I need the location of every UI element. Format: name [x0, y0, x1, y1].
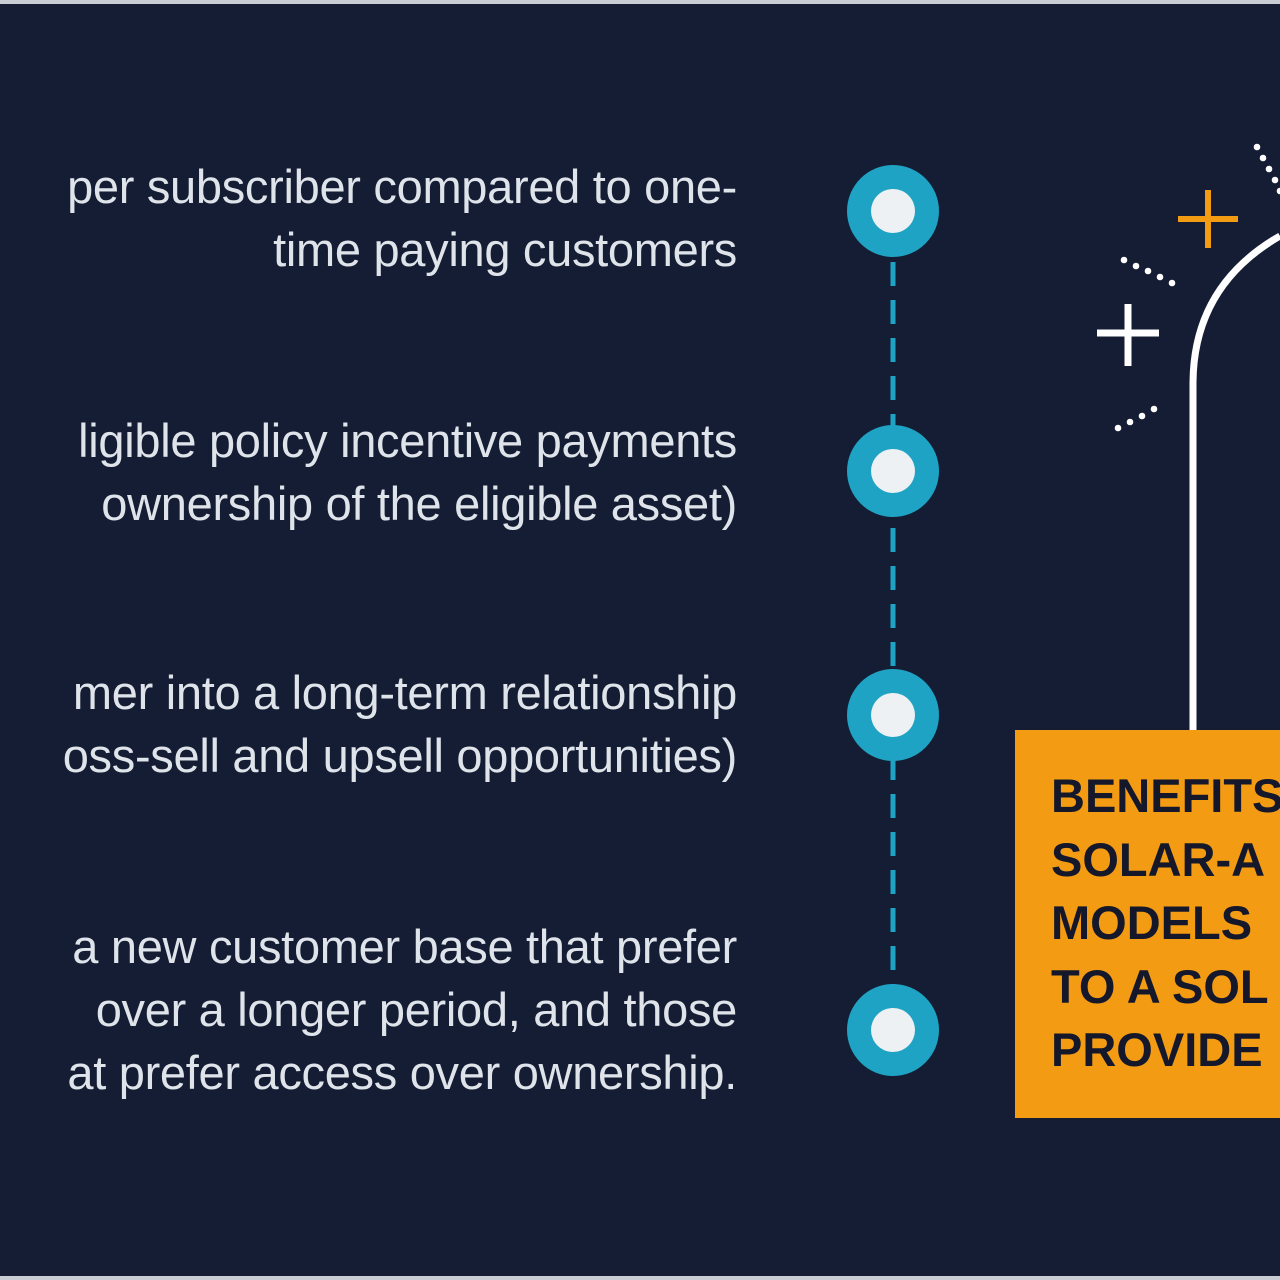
benefit-line: time paying customers [273, 223, 737, 276]
timeline-node-icon [847, 669, 939, 761]
benefit-line: per subscriber compared to one- [67, 160, 737, 213]
sparkle-dots-icon [1114, 405, 1158, 432]
sparkle-dots-icon [1120, 256, 1176, 287]
title-box-heading: BENEFITS SOLAR-A MODELS TO A SOL PROVIDE [1051, 764, 1280, 1082]
timeline-node-icon [847, 984, 939, 1076]
benefit-line: oss-sell and upsell opportunities) [62, 729, 738, 782]
benefit-line: mer into a long-term relationship [72, 666, 737, 719]
benefit-line: ownership of the eligible asset) [101, 477, 737, 530]
benefit-text-3: mer into a long-term relationship oss-se… [0, 661, 738, 787]
title-box: BENEFITS SOLAR-A MODELS TO A SOL PROVIDE [1015, 730, 1280, 1118]
title-line: MODELS [1051, 896, 1253, 949]
title-line: TO A SOL [1051, 959, 1269, 1013]
title-line: BENEFITS [1051, 769, 1280, 822]
benefit-line: a new customer base that prefer [72, 920, 737, 973]
benefit-line: ligible policy incentive payments [78, 414, 737, 467]
plus-icon [1097, 304, 1159, 366]
benefit-text-2: ligible policy incentive payments owners… [0, 409, 737, 535]
benefit-text-1: per subscriber compared to one- time pay… [0, 155, 737, 281]
slide: per subscriber compared to one- time pay… [0, 4, 1280, 1276]
timeline-node-icon [847, 425, 939, 517]
benefit-text-4: a new customer base that prefer over a l… [0, 915, 737, 1104]
timeline-graphic [847, 143, 1280, 1076]
plus-icon [1178, 190, 1238, 248]
bulb-outline-icon [1189, 232, 1280, 732]
title-line: PROVIDE [1051, 1023, 1263, 1076]
benefit-line: over a longer period, and those [95, 983, 738, 1036]
title-line: SOLAR-A [1051, 832, 1266, 886]
sparkle-dots-icon [1253, 143, 1280, 195]
benefit-line: at prefer access over ownership. [67, 1046, 737, 1099]
timeline-node-icon [847, 165, 939, 257]
